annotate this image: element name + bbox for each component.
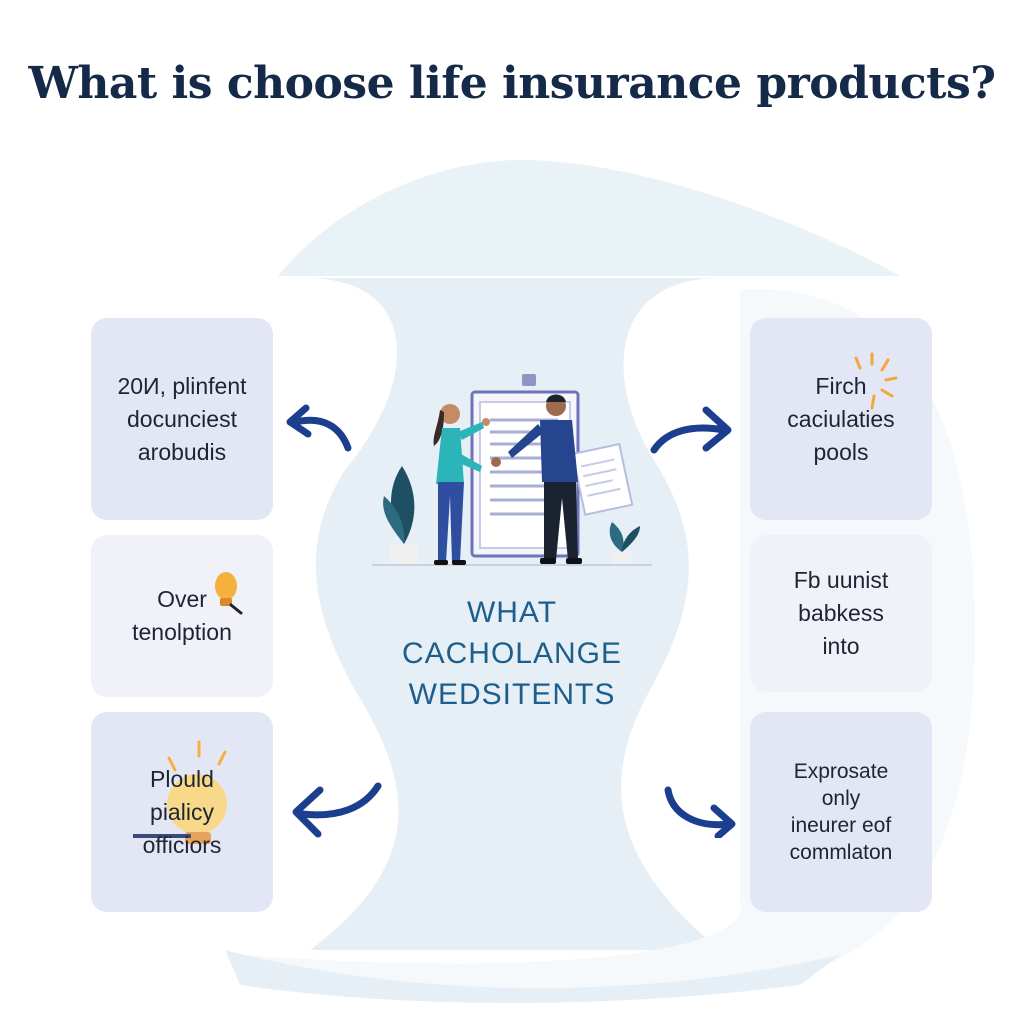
curved-arrow-icon (292, 782, 382, 838)
card-left-middle: Over tenolption (91, 535, 273, 697)
sparkle-burst-icon (854, 352, 898, 410)
curved-arrow-icon (286, 404, 352, 452)
card-left-top: 20И, plinfent docunciest arobudis (91, 318, 273, 520)
people-shaking-hands-over-document-illustration (372, 374, 652, 566)
card-left-bottom-text: Plould pialicy officiors (142, 765, 222, 858)
curved-arrow-icon (664, 786, 736, 838)
card-right-top-text: Firch caciulaties pools (787, 372, 895, 465)
lightbulb-icon (133, 740, 227, 844)
card-left-top-text: 20И, plinfent docunciest arobudis (117, 372, 247, 465)
card-right-middle: Fb uunist babkess into (750, 535, 932, 692)
card-left-bottom: Plould pialicy officiors (91, 712, 273, 912)
card-right-top: Firch caciulaties pools (750, 318, 932, 520)
lightbulb-icon (215, 572, 243, 615)
card-right-bottom: Exprosate only inеurer eof commlaton (750, 712, 932, 912)
page-title: What is choose life insurance products? (28, 58, 996, 109)
card-right-middle-text: Fb uunist babkess into (793, 567, 889, 659)
center-label: WHAT CACHOLANGE WEDSITENTS (401, 596, 623, 711)
card-right-bottom-text: Exprosate only inеurer eof commlaton (789, 760, 893, 864)
card-left-middle-text: Over tenolption (132, 586, 232, 645)
curved-arrow-icon (650, 406, 732, 454)
